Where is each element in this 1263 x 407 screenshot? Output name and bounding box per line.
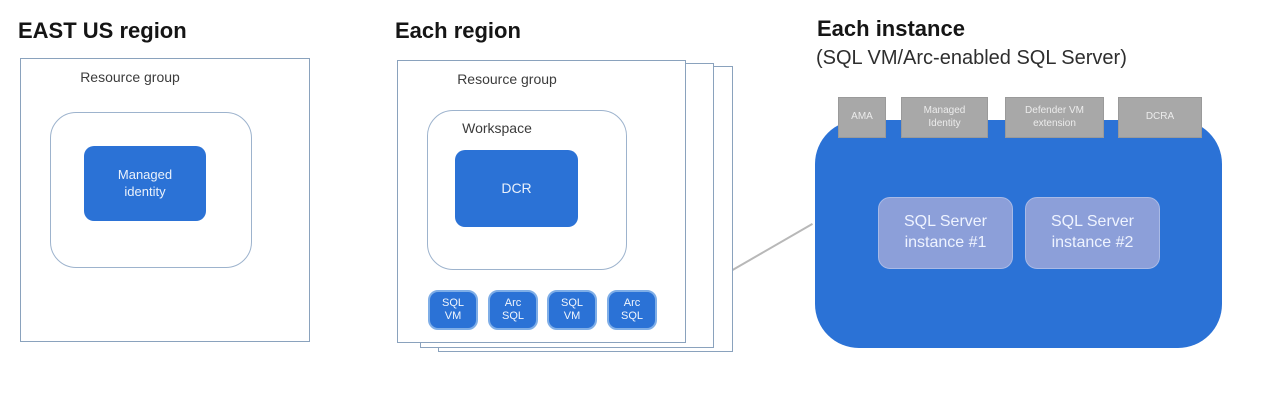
sql-vm-node-2: SQL VM xyxy=(547,290,597,330)
sql-vm-node-1: SQL VM xyxy=(428,290,478,330)
arc-sql-node-1: Arc SQL xyxy=(488,290,538,330)
arc-sql-node-2: Arc SQL xyxy=(607,290,657,330)
defender-vm-extension-tab: Defender VM extension xyxy=(1005,97,1104,138)
each-region-title: Each region xyxy=(395,18,521,43)
sql-server-instance-1-node: SQL Server instance #1 xyxy=(878,197,1013,269)
each-instance-title: Each instance xyxy=(817,16,965,41)
east-us-resource-group-label: Resource group xyxy=(80,69,180,85)
managed-identity-extension-tab: Managed Identity xyxy=(901,97,988,138)
managed-identity-node: Managed identity xyxy=(84,146,206,221)
dcr-node: DCR xyxy=(455,150,578,227)
each-instance-subtitle: (SQL VM/Arc-enabled SQL Server) xyxy=(816,47,1127,69)
workspace-label: Workspace xyxy=(462,120,532,136)
dcra-extension-tab: DCRA xyxy=(1118,97,1202,138)
each-region-resource-group-label: Resource group xyxy=(457,71,557,87)
ama-extension-tab: AMA xyxy=(838,97,886,138)
east-us-region-title: EAST US region xyxy=(18,18,187,43)
instance-host-container xyxy=(815,120,1222,348)
sql-server-instance-2-node: SQL Server instance #2 xyxy=(1025,197,1160,269)
